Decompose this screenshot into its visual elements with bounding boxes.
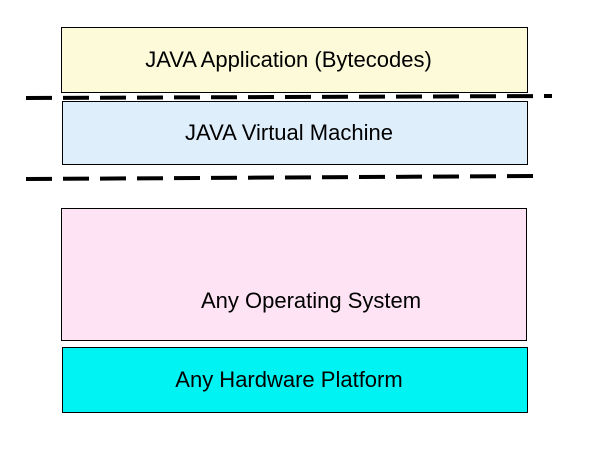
layer-java-virtual-machine: JAVA Virtual Machine xyxy=(62,101,528,165)
layer-operating-system-label: Any Operating System xyxy=(201,287,422,313)
layer-java-application-label: JAVA Application (Bytecodes) xyxy=(145,47,432,72)
dashed-separator-middle xyxy=(25,174,537,181)
layer-java-virtual-machine-label: JAVA Virtual Machine xyxy=(185,120,393,145)
layer-java-application: JAVA Application (Bytecodes) xyxy=(61,27,528,93)
dashed-separator-top xyxy=(25,94,553,100)
layer-operating-system: Any Operating System xyxy=(61,208,527,341)
layer-hardware-platform-label: Any Hardware Platform xyxy=(175,367,403,392)
layer-hardware-platform: Any Hardware Platform xyxy=(62,347,528,413)
